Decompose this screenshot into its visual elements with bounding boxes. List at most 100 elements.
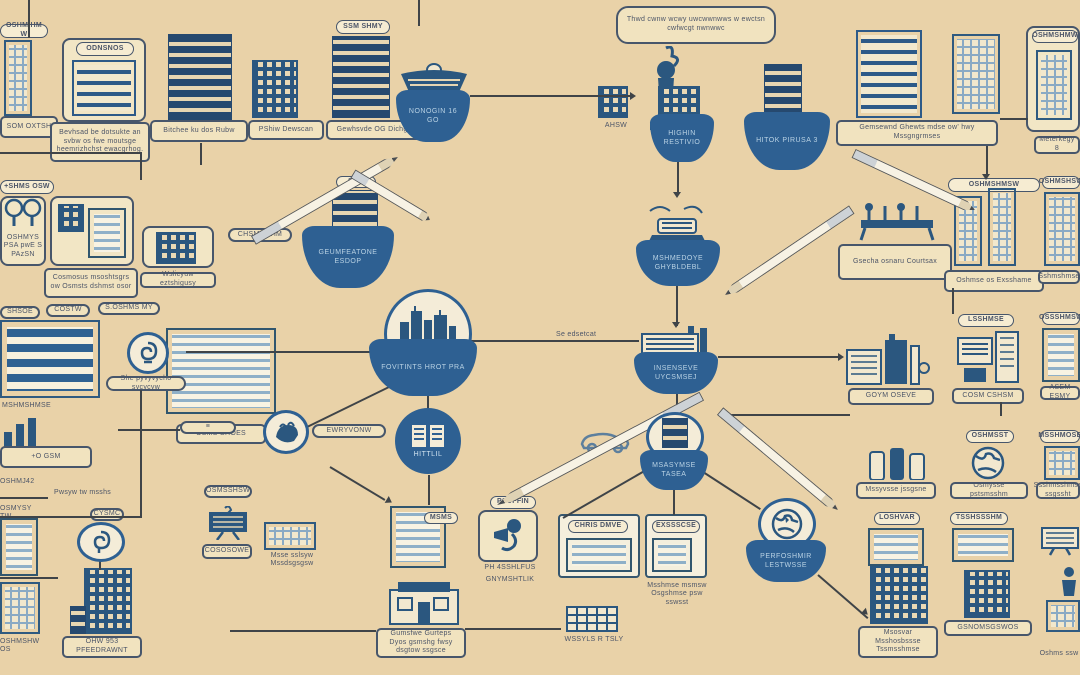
connector-line (0, 497, 48, 499)
caption-text: OSHMYS PSA pwE S PAzSN (3, 234, 43, 258)
lamp-icon (140, 341, 158, 364)
connector-line (986, 146, 988, 176)
caption-box: GSNOMSGSWOS (944, 620, 1032, 636)
storefront-icon (388, 580, 460, 626)
canisters-icon (868, 446, 928, 480)
header-label: OSHMSHSW (1039, 176, 1080, 189)
building-icon (4, 40, 32, 116)
pill-label: ≡ (180, 421, 236, 434)
caption-text: OSHMJ42 (0, 478, 35, 485)
caption-box: Gumsfwe Gurteps Dyos gsmshg fwsy dsgtow … (376, 628, 466, 658)
pencil-arrow-icon (722, 205, 854, 299)
machine-icon (264, 522, 316, 550)
document-card (1042, 328, 1080, 382)
header-label: MSSHMOSE (1038, 430, 1080, 443)
caption-box: COSM CSHSM (952, 388, 1024, 404)
arrowhead (630, 92, 640, 100)
caption-text: WSSYLS R TSLY (564, 636, 624, 643)
building-icon (58, 204, 84, 232)
bowl-node: GEUMFEATONE ESDOP (302, 226, 394, 288)
globe-icon (962, 446, 1014, 480)
connector-line (304, 381, 399, 429)
header-label: OSHMSHMW (1032, 30, 1078, 43)
header-label: +SHMS OSW (0, 180, 54, 194)
bowl-node: FOVITINTS HROT PRA (369, 339, 477, 396)
caption-box: Wslicyuw eztshigusy (140, 271, 216, 288)
connector-line (1000, 118, 1028, 120)
boat-icon (398, 60, 470, 96)
building-icon (168, 34, 232, 120)
connector-line (418, 0, 420, 26)
header-label: EXSSSCSE (652, 520, 700, 533)
caption-box: Meterkegy 8 (1034, 136, 1080, 154)
connector-line (471, 340, 639, 342)
server-stack-icon (88, 208, 126, 258)
caption-box: PShiw Dewscan (248, 120, 324, 140)
gauge-people-icon (4, 198, 42, 226)
connector-line (562, 468, 649, 519)
connector-line (699, 469, 761, 511)
pill-label: EWRYVONW (312, 424, 386, 438)
connector-line (718, 356, 842, 358)
monitor-building-icon (956, 330, 1022, 384)
caption-box: Gsecha osnaru Courtsax (838, 244, 952, 280)
caption-box: Mssyvsse jssgsne (856, 482, 936, 499)
arrowhead (838, 353, 848, 361)
node-label: HITTLIL (413, 451, 443, 458)
building-icon (662, 418, 688, 448)
building-icon (952, 34, 1000, 114)
caption-box: Msosvar Msshosbssse Tssmsshmse (858, 626, 938, 658)
building-icon (870, 566, 928, 624)
header-label: TSSHSSSHM (950, 512, 1008, 525)
typewriter-icon (644, 205, 710, 245)
connector-line (329, 466, 386, 501)
arrowhead (672, 322, 680, 332)
pill-label: OSMSSHSW (204, 485, 252, 498)
annotation-text: Se edsetcat (556, 331, 597, 338)
bowl-node: INSENSEVE UYCSMSEJ (634, 352, 718, 394)
bowl-node: PERFOSHMIR LESTWSSE (746, 540, 826, 582)
connector-line (722, 414, 850, 416)
document-card (868, 528, 924, 566)
connector-line (0, 577, 58, 579)
connector-line (676, 284, 678, 326)
caption-box: GOYM OSEVE (848, 388, 934, 405)
connector-line (186, 351, 382, 353)
building-icon (1044, 192, 1080, 266)
pill-label: S.OSHMS MY (98, 302, 160, 315)
note-box: Thwd cwnw wcwy uwcwwnwws w ewctsn cwfwcg… (616, 6, 776, 44)
monitor-bird-icon (205, 506, 251, 540)
caption-box: SOM OXTSH (0, 116, 58, 138)
building-icon (1044, 446, 1080, 480)
caption-text: AHSW (604, 122, 628, 129)
header-label: OSSSHMSW (1039, 312, 1080, 325)
megaphone-person-icon (494, 519, 521, 552)
bird-icon (276, 421, 298, 443)
connector-line (99, 560, 101, 570)
node-card (0, 196, 46, 266)
factory-icon (638, 324, 712, 358)
pill-label: COSTW (46, 304, 90, 317)
bird-node (263, 410, 309, 454)
header-label: OSHMSHMSW (948, 178, 1040, 192)
hittle-node: HITTLIL (395, 408, 461, 474)
building-icon (332, 36, 390, 118)
header-label: ODNSNOS (76, 42, 134, 56)
arrowhead (673, 192, 681, 202)
header-label: LSSHMSE (958, 314, 1014, 327)
building-icon (856, 30, 922, 118)
connector-line (1000, 402, 1002, 416)
building-icon (72, 60, 136, 116)
bowl-node: NONOGIN 16 GO (396, 90, 470, 142)
globe-icon (771, 508, 803, 540)
connector-line (427, 394, 429, 410)
lamp-node (77, 522, 125, 562)
connector-line (465, 628, 561, 630)
building-icon (1036, 50, 1072, 120)
pill-label: She pyvyvycho sycycyw (106, 375, 186, 391)
connector-line (676, 390, 678, 416)
node-card (478, 510, 538, 562)
caption-box: Cosmosus msoshtsgrs ow Osmsts dshmst oso… (44, 268, 138, 298)
document-grid-icon (412, 425, 444, 447)
